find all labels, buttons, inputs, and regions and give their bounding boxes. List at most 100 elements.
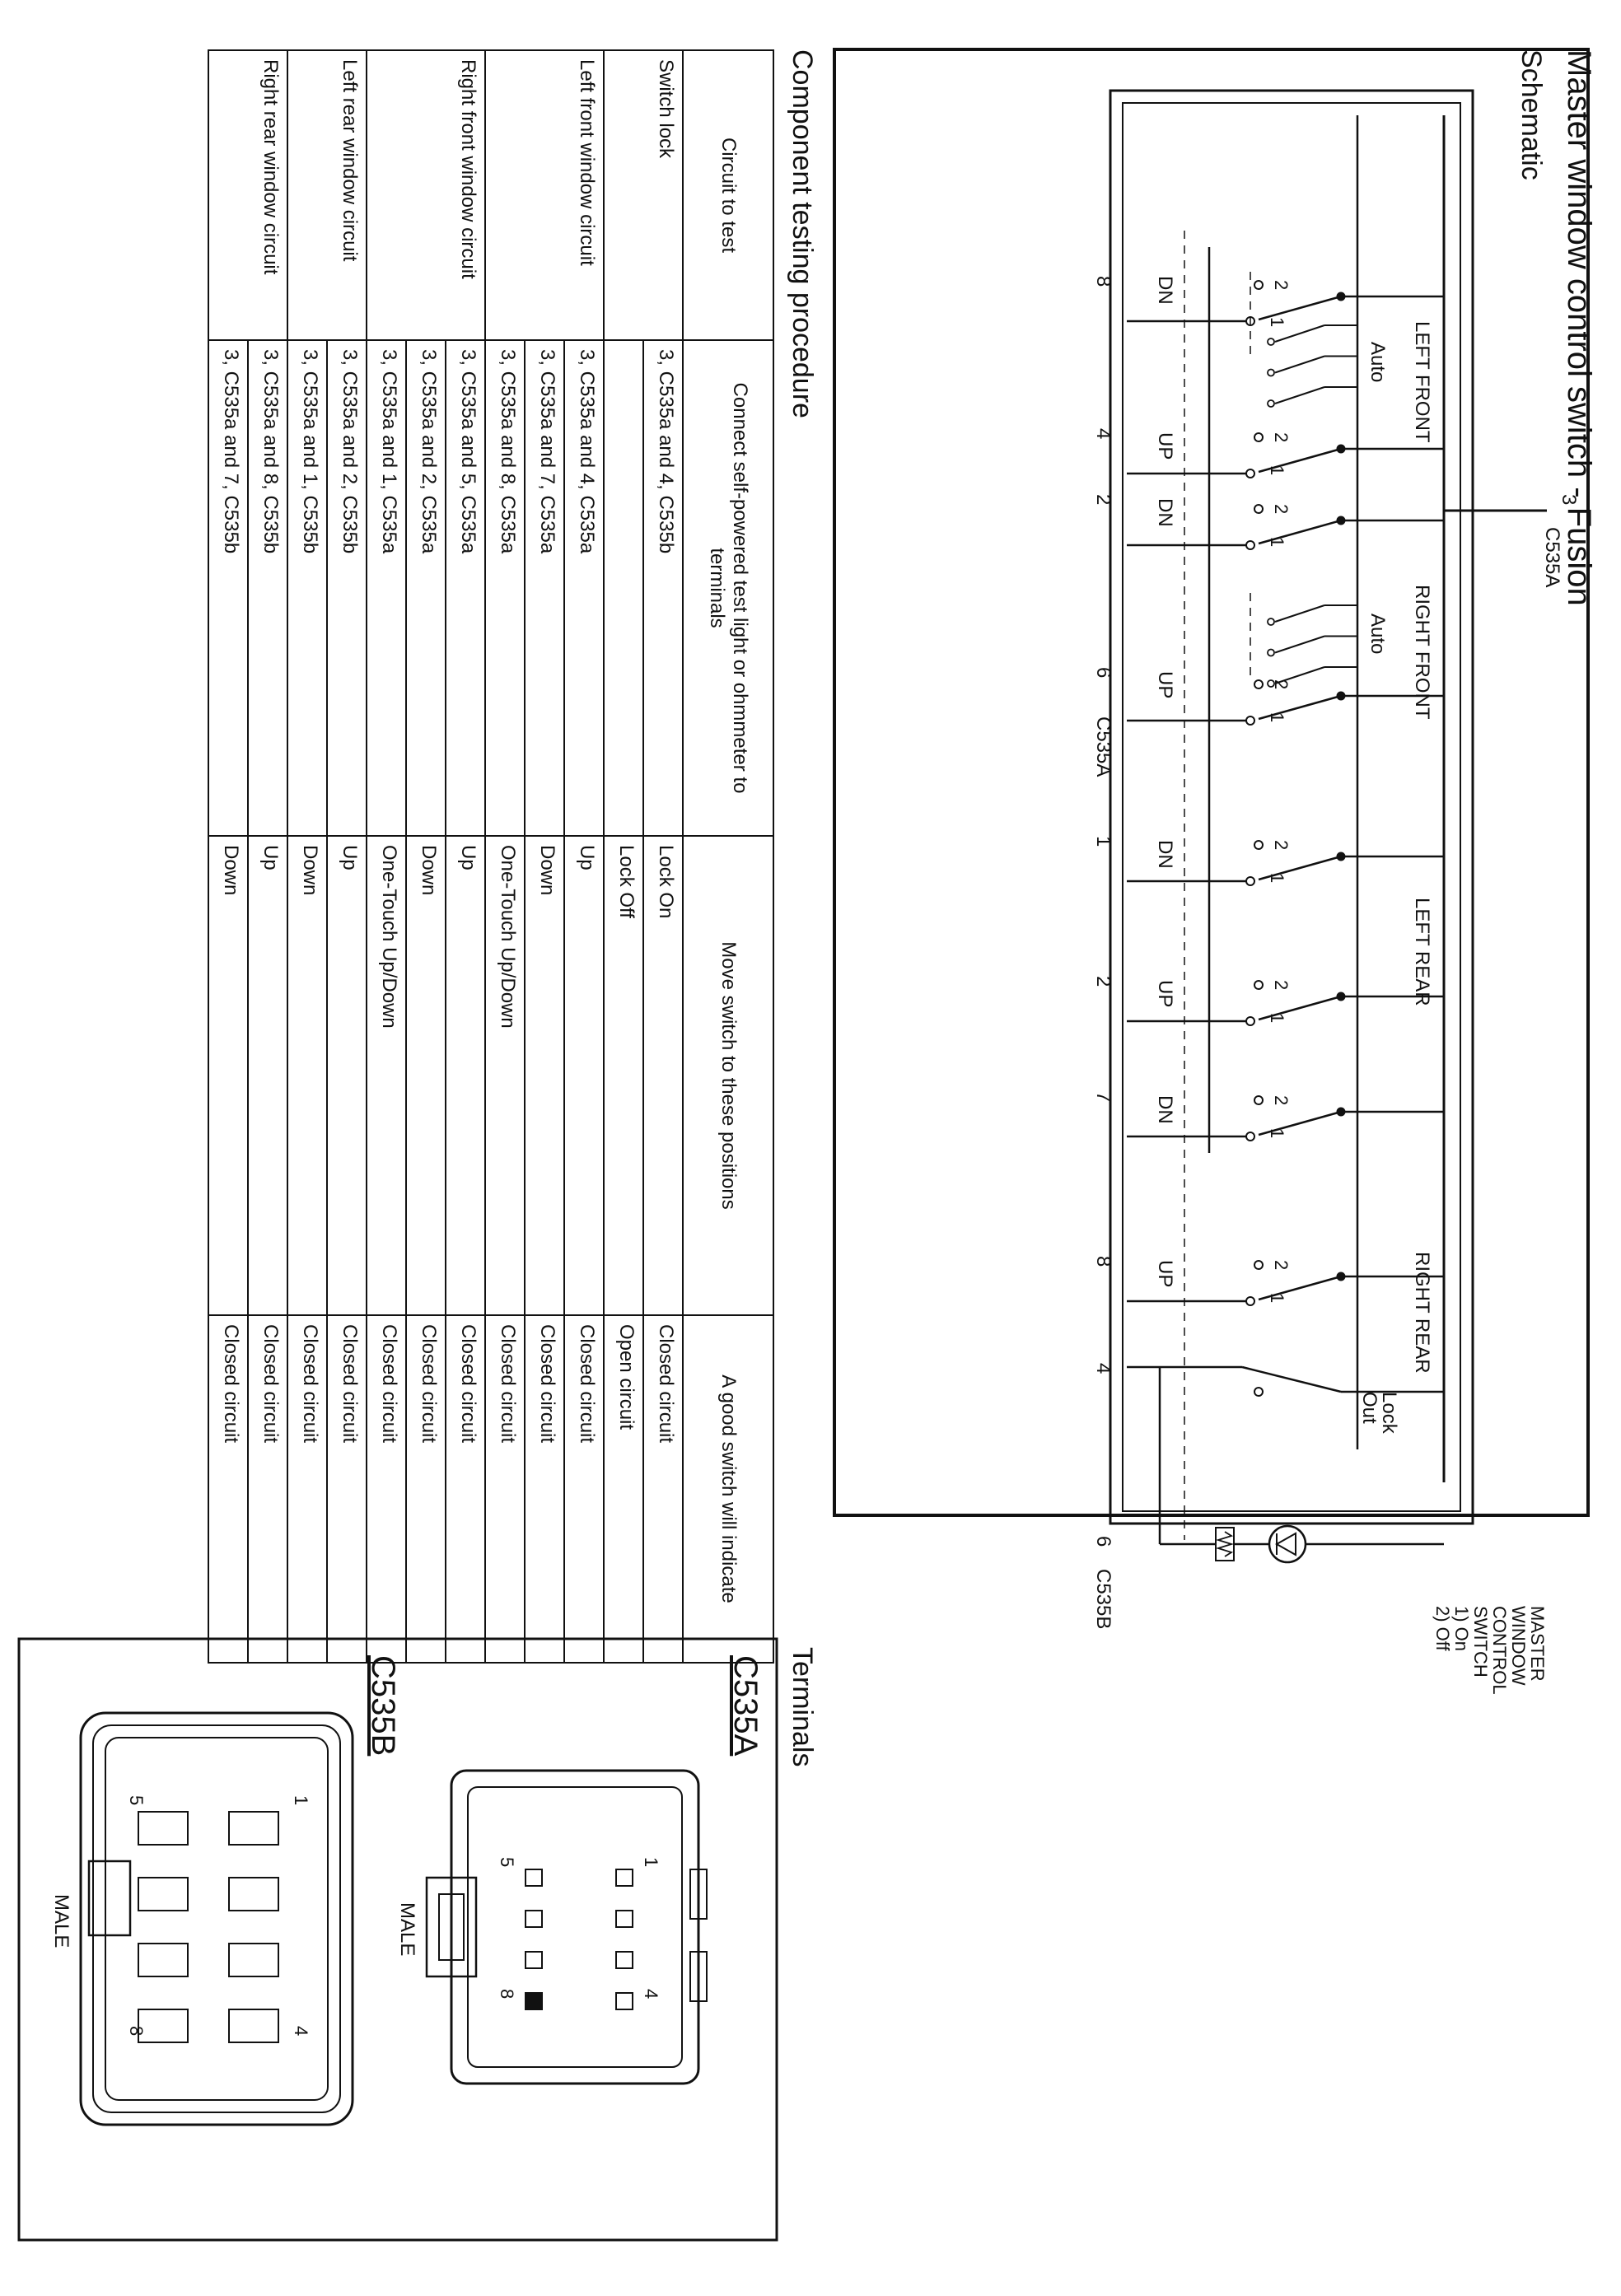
component-testing-table: Circuit to test Connect self-powered tes… — [208, 49, 774, 1664]
position-cell: Lock Off — [604, 836, 643, 1315]
lockout-label-line2: Out — [1358, 1392, 1380, 1424]
result-cell: Closed circuit — [248, 1315, 287, 1663]
terminals-cell: 3, C535a and 1, C535a — [367, 340, 406, 836]
lockout-contact — [1254, 1387, 1264, 1397]
terminals-cell: 3, C535a and 8, C535a — [485, 340, 525, 836]
position-cell: Up — [248, 836, 287, 1315]
pin-b-4: 4 — [1092, 1363, 1114, 1374]
dn-label-lf: DN — [1154, 276, 1176, 305]
position-cell: Lock On — [643, 836, 683, 1315]
pin-cavity — [228, 1943, 279, 1977]
auto-contact-blade — [1274, 386, 1325, 404]
contact-point-2 — [1254, 679, 1264, 689]
pin-a-8: 8 — [1092, 276, 1114, 287]
connector-a-label: C535A — [1092, 716, 1114, 777]
auto-contact-blade — [1274, 666, 1325, 684]
result-cell: Closed circuit — [287, 1315, 327, 1663]
pin-a-2: 2 — [1092, 494, 1114, 506]
contact-2-rr-dn: 2 — [1271, 1095, 1292, 1106]
result-cell: Open circuit — [604, 1315, 643, 1663]
pin-cavity — [138, 1943, 189, 1977]
auto-contact-point — [1267, 679, 1275, 688]
contact-pivot — [1336, 852, 1346, 861]
circuit-name: Right rear window circuit — [208, 50, 287, 340]
switch-blade — [1258, 995, 1342, 1021]
contact-pivot — [1336, 292, 1346, 301]
contact-2-lr-up: 2 — [1271, 980, 1292, 991]
switch-blade — [1258, 295, 1342, 321]
pin-cavity — [525, 1869, 543, 1887]
terminals-cell: 3, C535a and 5, C535a — [446, 340, 485, 836]
switch-blade — [1258, 855, 1342, 881]
switch-contacts — [1127, 280, 1444, 1397]
table-row: Right rear window circuit 3, C535a and 8… — [208, 50, 287, 1663]
pin-cavity — [228, 1877, 279, 1911]
position-cell: One-Touch Up/Down — [485, 836, 525, 1315]
contact-pivot — [1336, 992, 1346, 1001]
pin-a-6: 6 — [1092, 667, 1114, 679]
result-cell: Closed circuit — [367, 1315, 406, 1663]
circuit-name: Left front window circuit — [485, 50, 604, 340]
connector-c535b-title: C535B — [365, 1655, 401, 1757]
switch-blade — [1258, 1110, 1342, 1136]
contact-pivot — [1336, 516, 1346, 525]
contact-1-rr-dn: 1 — [1267, 1128, 1287, 1139]
pin-b-8: 8 — [1092, 1256, 1114, 1267]
switch-blade — [1258, 447, 1342, 474]
terminals-cell: 3, C535a and 2, C535b — [327, 340, 367, 836]
c535a-pin-8-label: 8 — [497, 1989, 517, 2000]
c535b-pin-1-label: 1 — [291, 1795, 311, 1806]
auto-contact-blade — [1274, 604, 1325, 623]
contact-point-1 — [1245, 1016, 1255, 1026]
terminals-cell: 3, C535a and 7, C535b — [208, 340, 248, 836]
switch-housing-outer — [1109, 89, 1474, 1525]
result-cell: Closed circuit — [327, 1315, 367, 1663]
up-label-rf: UP — [1154, 671, 1176, 699]
auto-label-rf: Auto — [1366, 614, 1389, 655]
contact-1-rf-up: 1 — [1267, 712, 1287, 723]
pin-b-1: 1 — [1092, 836, 1114, 847]
connector-c535b-gender: MALE — [50, 1894, 72, 1948]
position-cell: One-Touch Up/Down — [367, 836, 406, 1315]
contact-point-1 — [1245, 469, 1255, 478]
switch-blade — [1258, 694, 1342, 721]
group-label-right-rear: RIGHT REAR — [1411, 1252, 1433, 1374]
terminals-cell: 3, C535a and 4, C535b — [643, 340, 683, 836]
header-result: A good switch will indicate — [683, 1315, 773, 1663]
result-cell: Closed circuit — [208, 1315, 248, 1663]
table-row: Left front window circuit 3, C535a and 4… — [485, 50, 604, 1663]
result-cell: Closed circuit — [643, 1315, 683, 1663]
position-cell: Up — [327, 836, 367, 1315]
pin-cavity — [615, 1992, 633, 2010]
auto-contact-point — [1267, 399, 1275, 408]
terminals-frame — [17, 1637, 778, 2242]
pin-cavity — [615, 1910, 633, 1928]
table-row: Switch lock 3, C535a and 4, C535b Lock O… — [604, 50, 683, 1663]
contact-pivot — [1336, 444, 1346, 454]
lockout-label-line1: Lock — [1378, 1392, 1400, 1434]
terminals-cell: 3, C535a and 1, C535b — [287, 340, 327, 836]
terminals-cell: 3, C535a and 7, C535a — [525, 340, 564, 836]
connector-c535a-drawing — [425, 1769, 708, 2085]
contact-point-2 — [1254, 432, 1264, 442]
pin-cavity — [525, 1910, 543, 1928]
position-cell: Down — [208, 836, 248, 1315]
terminals-cell: 3, C535a and 4, C535a — [564, 340, 604, 836]
position-cell: Down — [287, 836, 327, 1315]
c535b-pin-5-label: 5 — [126, 1795, 147, 1806]
circuit-name: Right front window circuit — [367, 50, 485, 340]
switch-blade — [1258, 1275, 1342, 1301]
circuit-name: Left rear window circuit — [287, 50, 367, 340]
pin-b-6: 6 — [1092, 1536, 1114, 1547]
contact-point-2 — [1254, 1260, 1264, 1270]
connector-c535a-gender: MALE — [396, 1902, 418, 1957]
table-row: Right front window circuit 3, C535a and … — [367, 50, 485, 1663]
group-label-right-front: RIGHT FRONT — [1411, 585, 1433, 720]
terminals-cell: 3, C535a and 8, C535b — [248, 340, 287, 836]
c535b-pin-8-label: 8 — [126, 2026, 147, 2037]
auto-contact-blade — [1274, 355, 1325, 374]
up-label-lf: UP — [1154, 432, 1176, 460]
contact-point-2 — [1254, 280, 1264, 290]
